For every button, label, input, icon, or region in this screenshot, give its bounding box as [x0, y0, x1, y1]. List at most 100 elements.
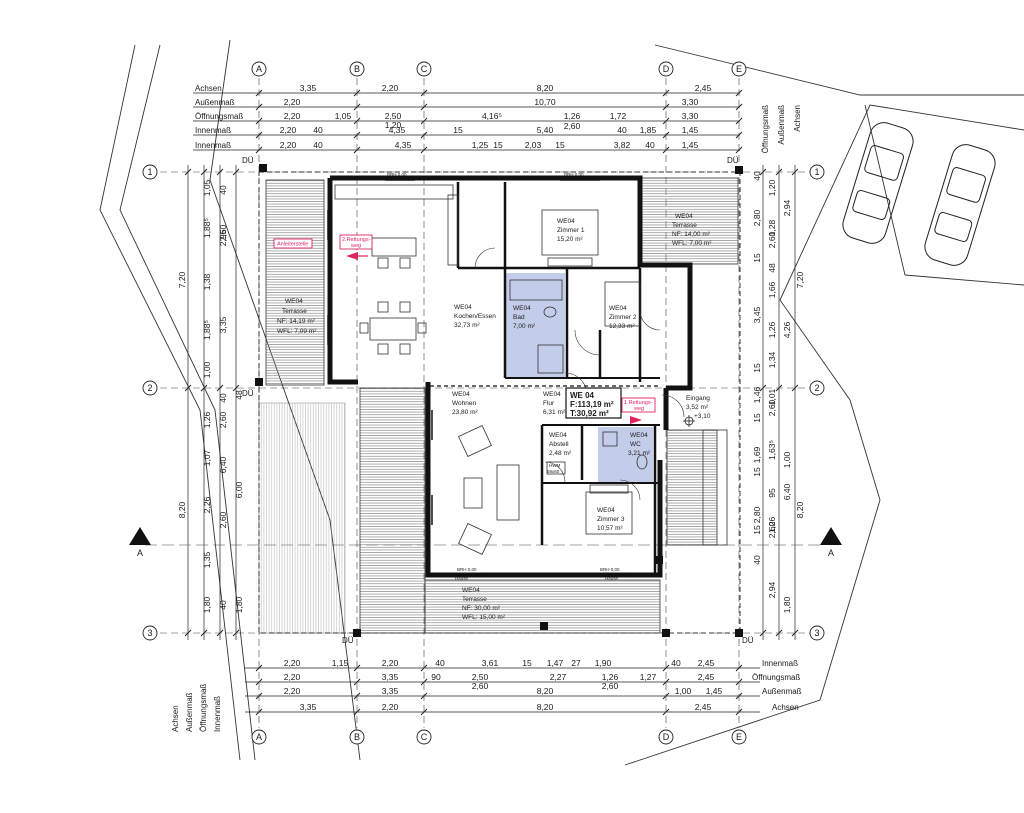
axis-label-b-top: B	[354, 64, 360, 74]
bottom-innenmass-value: 3,61	[482, 658, 499, 668]
svg-text:7,00 m²: 7,00 m²	[513, 323, 536, 330]
svg-text:Anleiterstelle: Anleiterstelle	[277, 242, 309, 248]
hauswand-tag-1: Hause	[455, 576, 469, 581]
svg-text:WE04: WE04	[543, 391, 561, 398]
left-col-a-value: 1,00	[202, 361, 212, 378]
top-oeffnungsmass-value: 2,50	[385, 111, 402, 121]
bottom-innenmass-value: 1,47	[547, 658, 564, 668]
axis-label-c-top: C	[421, 64, 428, 74]
dimension-tick	[662, 117, 670, 125]
brh-tag-1: BRH 0,00	[387, 172, 407, 177]
dimension-lines	[187, 92, 796, 713]
svg-text:NF: 30,00 m²: NF: 30,00 m²	[462, 605, 501, 612]
top-innenmass-2-value: 15	[555, 140, 565, 150]
svg-text:WE04: WE04	[285, 298, 303, 305]
svg-text:WE04: WE04	[454, 304, 472, 311]
left-col-a-value: 1,35	[202, 551, 212, 568]
right-col-c-value: 6,40	[782, 483, 792, 500]
svg-text:12,33 m²: 12,33 m²	[609, 323, 635, 330]
room-flur: WE04 Flur 6,31 m²	[543, 391, 566, 416]
svg-text:Abstell: Abstell	[549, 441, 569, 448]
svg-text:Flur: Flur	[543, 400, 555, 407]
left-col-a-value: 1,07	[202, 449, 212, 466]
svg-text:Eingang: Eingang	[686, 395, 710, 402]
svg-text:WE04: WE04	[452, 391, 470, 398]
top-achsen-value: 3,35	[300, 83, 317, 93]
room-kochen-essen: WE04 Kochen/Essen 32,73 m²	[454, 304, 496, 329]
left-col-a-value: 1,38	[202, 273, 212, 290]
right-col-b-value: 1,66	[767, 281, 777, 298]
terrace-east-strip	[359, 387, 426, 634]
top-innenmass-1-value: 15	[453, 125, 463, 135]
right-col-c-value: 1,80	[782, 596, 792, 613]
left-col-b-value: 40	[218, 185, 228, 195]
axis-label-b-bottom: B	[354, 732, 360, 742]
top-row-label-innenmass-2: Innenmaß	[195, 141, 231, 150]
top-innenmass-2-value: 15	[493, 140, 503, 150]
top-aussenmass-value: 10,70	[534, 97, 556, 107]
top-innenmass-2-value: 1,45	[682, 140, 699, 150]
left-achsen-value: 7,20	[177, 271, 187, 288]
right-col-a-value: 1,69	[752, 446, 762, 463]
left-col-a-value: 2,26	[202, 496, 212, 513]
svg-text:10,57 m²: 10,57 m²	[597, 525, 623, 532]
bottom-aussenmass-value: 1,00	[675, 686, 692, 696]
furniture	[334, 184, 648, 555]
top-innenmass-2-value: 1,25	[472, 140, 489, 150]
top-oeffnungsmass-value: 4,16⁵	[482, 111, 502, 121]
top-oeffnungsmass-value: 1,05	[335, 111, 352, 121]
right-col-a-value: 15	[752, 253, 762, 263]
right-col-b-value: 1,01	[767, 388, 777, 405]
left-row-label-oeffnungsmass: Öffnungsmaß	[199, 684, 208, 732]
room-wohnen: WE04 Wohnen 23,80 m²	[452, 391, 478, 416]
top-innenmass-1-value: 40	[313, 125, 323, 135]
svg-text:Terrasse: Terrasse	[672, 222, 697, 229]
dimension-tick	[420, 117, 428, 125]
svg-text:Zimmer 1: Zimmer 1	[557, 227, 585, 234]
dimension-tick	[759, 629, 767, 637]
bottom-achsen-value: 3,35	[300, 702, 317, 712]
top-achsen-value: 8,20	[537, 83, 554, 93]
right-col-b-value: 1,20	[767, 179, 777, 196]
room-abstell: WE04 Abstell 2,48 m²	[549, 432, 572, 457]
svg-text:Zimmer 2: Zimmer 2	[609, 314, 637, 321]
svg-text:WE04: WE04	[630, 432, 648, 439]
svg-text:Terrasse: Terrasse	[462, 596, 487, 603]
left-row-label-aussenmass: Außenmaß	[185, 692, 194, 732]
right-col-b-value: 1,28	[767, 219, 777, 236]
top-innenmass-1-value: 2,20	[280, 125, 297, 135]
left-achsen-value: 8,20	[177, 501, 187, 518]
top-innenmass-1-value: 1,45	[682, 125, 699, 135]
dimension-tick	[735, 678, 743, 686]
svg-text:WE04: WE04	[513, 305, 531, 312]
svg-text:WE04: WE04	[609, 305, 627, 312]
top-oeffnungsmass-value: 2,60	[564, 121, 581, 131]
right-col-a-value: 40	[752, 555, 762, 565]
right-col-a-value: 1,46	[752, 386, 762, 403]
hauswand-tag-2: Hause	[605, 576, 619, 581]
bottom-innenmass-value: 2,45	[698, 658, 715, 668]
left-col-c-value: 6,00	[234, 481, 244, 498]
dimension-tick	[232, 168, 240, 176]
top-oeffnungsmass-value: 1,26	[564, 111, 581, 121]
axis-label-a-bottom: A	[256, 732, 262, 742]
hwm-size-tag: 59x60	[547, 469, 560, 474]
svg-text:NF: 14,19 m²: NF: 14,19 m²	[277, 318, 316, 325]
top-row-label-aussenmass: Außenmaß	[195, 98, 235, 107]
dimension-tick	[353, 117, 361, 125]
top-aussenmass-value: 3,30	[682, 97, 699, 107]
right-col-b-value: 2,94	[767, 581, 777, 598]
room-bad: WE04 Bad 7,00 m²	[513, 305, 536, 330]
dimension-tick	[791, 384, 799, 392]
dimension-tick	[735, 117, 743, 125]
dimension-tick	[791, 168, 799, 176]
right-achsen-value: 8,20	[795, 501, 805, 518]
wc-fill	[598, 427, 653, 483]
bottom-oeffnungsmass-value: 2,45	[698, 672, 715, 682]
right-col-b-value: 2,60	[767, 521, 777, 538]
svg-text:T:30,92 m²: T:30,92 m²	[570, 409, 609, 418]
bottom-oeffnungsmass-value: 3,35	[382, 672, 399, 682]
terrace-north	[641, 177, 739, 265]
left-col-a-value: 1,26	[202, 411, 212, 428]
